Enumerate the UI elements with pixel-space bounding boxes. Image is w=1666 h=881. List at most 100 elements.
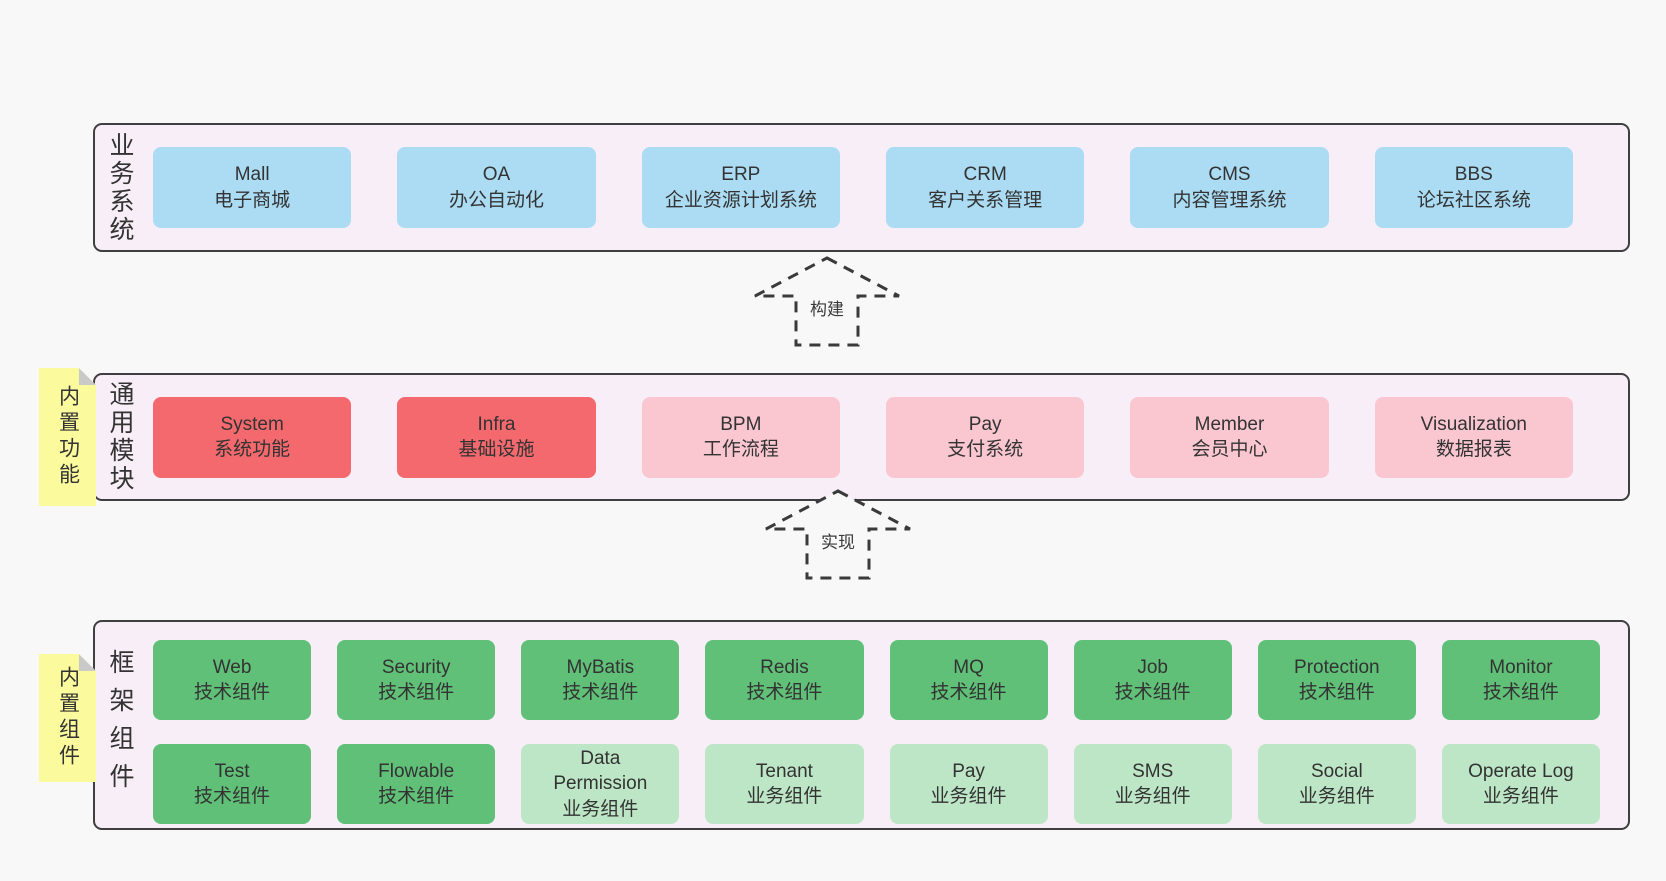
box-subtitle: 技术组件 <box>378 682 455 703</box>
note-built-in-components: 内置组件 <box>39 654 96 782</box>
box-title: Protection <box>1294 656 1380 678</box>
box-subtitle: 业务组件 <box>1298 786 1375 807</box>
box-title: Security <box>381 656 451 678</box>
box-subtitle: 业务组件 <box>562 798 639 820</box>
box-title: System <box>220 413 284 435</box>
box-title: Operate Log <box>1468 760 1574 782</box>
box-title: Flowable <box>378 760 455 782</box>
build-arrow-label: 构建 <box>810 300 844 319</box>
box-subtitle: 业务组件 <box>1482 786 1559 807</box>
box-title: MQ <box>953 656 984 678</box>
box-tenant: Tenant 业务组件 <box>705 744 864 824</box>
build-arrow-icon: 构建 <box>754 256 900 347</box>
box-subtitle: 技术组件 <box>1298 682 1375 703</box>
box-job: Job 技术组件 <box>1073 640 1232 720</box>
box-subtitle: 技术组件 <box>930 682 1007 703</box>
box-title: CMS <box>1208 164 1251 186</box>
note-built-in-features: 内置功能 <box>39 368 96 506</box>
box-title: BPM <box>720 413 762 435</box>
box-web: Web 技术组件 <box>153 640 312 720</box>
box-bbs: BBS 论坛社区系统 <box>1374 147 1573 228</box>
box-subtitle: 内容管理系统 <box>1172 189 1287 211</box>
box-sms: SMS 业务组件 <box>1073 744 1232 824</box>
box-title: Pay <box>968 413 1002 435</box>
box-flowable: Flowable 技术组件 <box>337 744 496 824</box>
band-boxes-framework-components: Web 技术组件 Security 技术组件 MyBatis 技术组件 Redi… <box>145 622 1628 828</box>
box-social: Social 业务组件 <box>1257 744 1416 824</box>
box-subtitle: 技术组件 <box>746 682 823 703</box>
box-title: Monitor <box>1489 656 1553 678</box>
box-subtitle: 工作流程 <box>702 439 779 460</box>
box-subtitle: 会员中心 <box>1191 439 1268 460</box>
box-test: Test 技术组件 <box>153 744 312 824</box>
box-subtitle: 基础设施 <box>458 439 535 460</box>
box-subtitle: 业务组件 <box>930 786 1007 807</box>
box-member: Member 会员中心 <box>1130 396 1329 478</box>
box-title: Infra <box>477 413 516 435</box>
box-oa: OA 办公自动化 <box>397 147 596 228</box>
box-subtitle: 技术组件 <box>562 682 639 703</box>
box-operate-log: Operate Log 业务组件 <box>1441 744 1600 824</box>
box-title: Tenant <box>755 760 813 782</box>
box-title: Data Permission <box>553 748 648 795</box>
box-subtitle: 数据报表 <box>1435 439 1512 460</box>
box-title: Pay <box>952 760 985 782</box>
box-title: MyBatis <box>566 656 635 678</box>
implement-arrow-label: 实现 <box>821 533 855 552</box>
box-title: Visualization <box>1420 413 1527 435</box>
box-title: Redis <box>760 656 809 678</box>
band-label-business-systems: 业务系统 <box>106 131 134 244</box>
box-subtitle: 电子商城 <box>214 189 291 211</box>
box-title: Job <box>1137 656 1168 678</box>
box-bpm: BPM 工作流程 <box>641 396 840 478</box>
box-subtitle: 论坛社区系统 <box>1416 189 1531 211</box>
box-subtitle: 技术组件 <box>378 786 455 807</box>
box-title: Web <box>212 656 252 678</box>
box-infra: Infra 基础设施 <box>397 396 596 478</box>
box-subtitle: 办公自动化 <box>448 189 544 211</box>
box-redis: Redis 技术组件 <box>705 640 864 720</box>
box-subtitle: 技术组件 <box>1114 682 1191 703</box>
box-monitor: Monitor 技术组件 <box>1441 640 1600 720</box>
note-text: 内置功能 <box>56 385 80 489</box>
box-subtitle: 系统功能 <box>214 439 291 460</box>
box-mall: Mall 电子商城 <box>153 147 352 228</box>
box-subtitle: 支付系统 <box>947 439 1024 460</box>
box-erp: ERP 企业资源计划系统 <box>641 147 840 228</box>
note-text: 内置组件 <box>56 666 80 770</box>
box-data-permission: Data Permission 业务组件 <box>521 744 680 824</box>
box-subtitle: 业务组件 <box>1114 786 1191 807</box>
band-label-framework-components: 框架组件 <box>106 649 134 801</box>
box-subtitle: 企业资源计划系统 <box>664 189 817 211</box>
box-subtitle: 业务组件 <box>746 786 823 807</box>
box-pay-component: Pay 业务组件 <box>889 744 1048 824</box>
band-framework-components: 框架组件 Web 技术组件 Security 技术组件 MyBatis 技术组件… <box>93 620 1630 830</box>
box-title: Test <box>214 760 250 782</box>
box-visualization: Visualization 数据报表 <box>1374 396 1573 478</box>
box-title: BBS <box>1454 164 1493 186</box>
box-title: Member <box>1194 413 1265 435</box>
box-pay-module: Pay 支付系统 <box>885 396 1085 478</box>
box-cms: CMS 内容管理系统 <box>1130 147 1329 228</box>
band-business-systems: 业务系统 Mall 电子商城 OA 办公自动化 ERP 企业资源计划系统 CRM… <box>93 123 1630 252</box>
band-common-modules: 通用模块 System 系统功能 Infra 基础设施 BPM 工作流程 Pay… <box>93 373 1630 501</box>
box-subtitle: 客户关系管理 <box>928 189 1043 211</box>
box-subtitle: 技术组件 <box>1482 682 1559 703</box>
box-title: ERP <box>721 164 761 186</box>
implement-arrow-icon: 实现 <box>765 489 911 580</box>
box-subtitle: 技术组件 <box>194 786 271 807</box>
box-title: OA <box>482 164 511 186</box>
box-security: Security 技术组件 <box>337 640 496 720</box>
box-subtitle: 技术组件 <box>194 682 271 703</box>
box-mybatis: MyBatis 技术组件 <box>521 640 680 720</box>
box-system: System 系统功能 <box>153 396 352 478</box>
box-protection: Protection 技术组件 <box>1257 640 1416 720</box>
box-title: Social <box>1310 760 1363 782</box>
band-boxes-business-systems: Mall 电子商城 OA 办公自动化 ERP 企业资源计划系统 CRM 客户关系… <box>145 125 1628 250</box>
band-label-common-modules: 通用模块 <box>106 381 134 493</box>
box-mq: MQ 技术组件 <box>889 640 1048 720</box>
band-boxes-common-modules: System 系统功能 Infra 基础设施 BPM 工作流程 Pay 支付系统… <box>145 375 1628 499</box>
box-title: CRM <box>963 164 1007 186</box>
box-title: Mall <box>234 164 270 186</box>
box-crm: CRM 客户关系管理 <box>885 147 1085 228</box>
